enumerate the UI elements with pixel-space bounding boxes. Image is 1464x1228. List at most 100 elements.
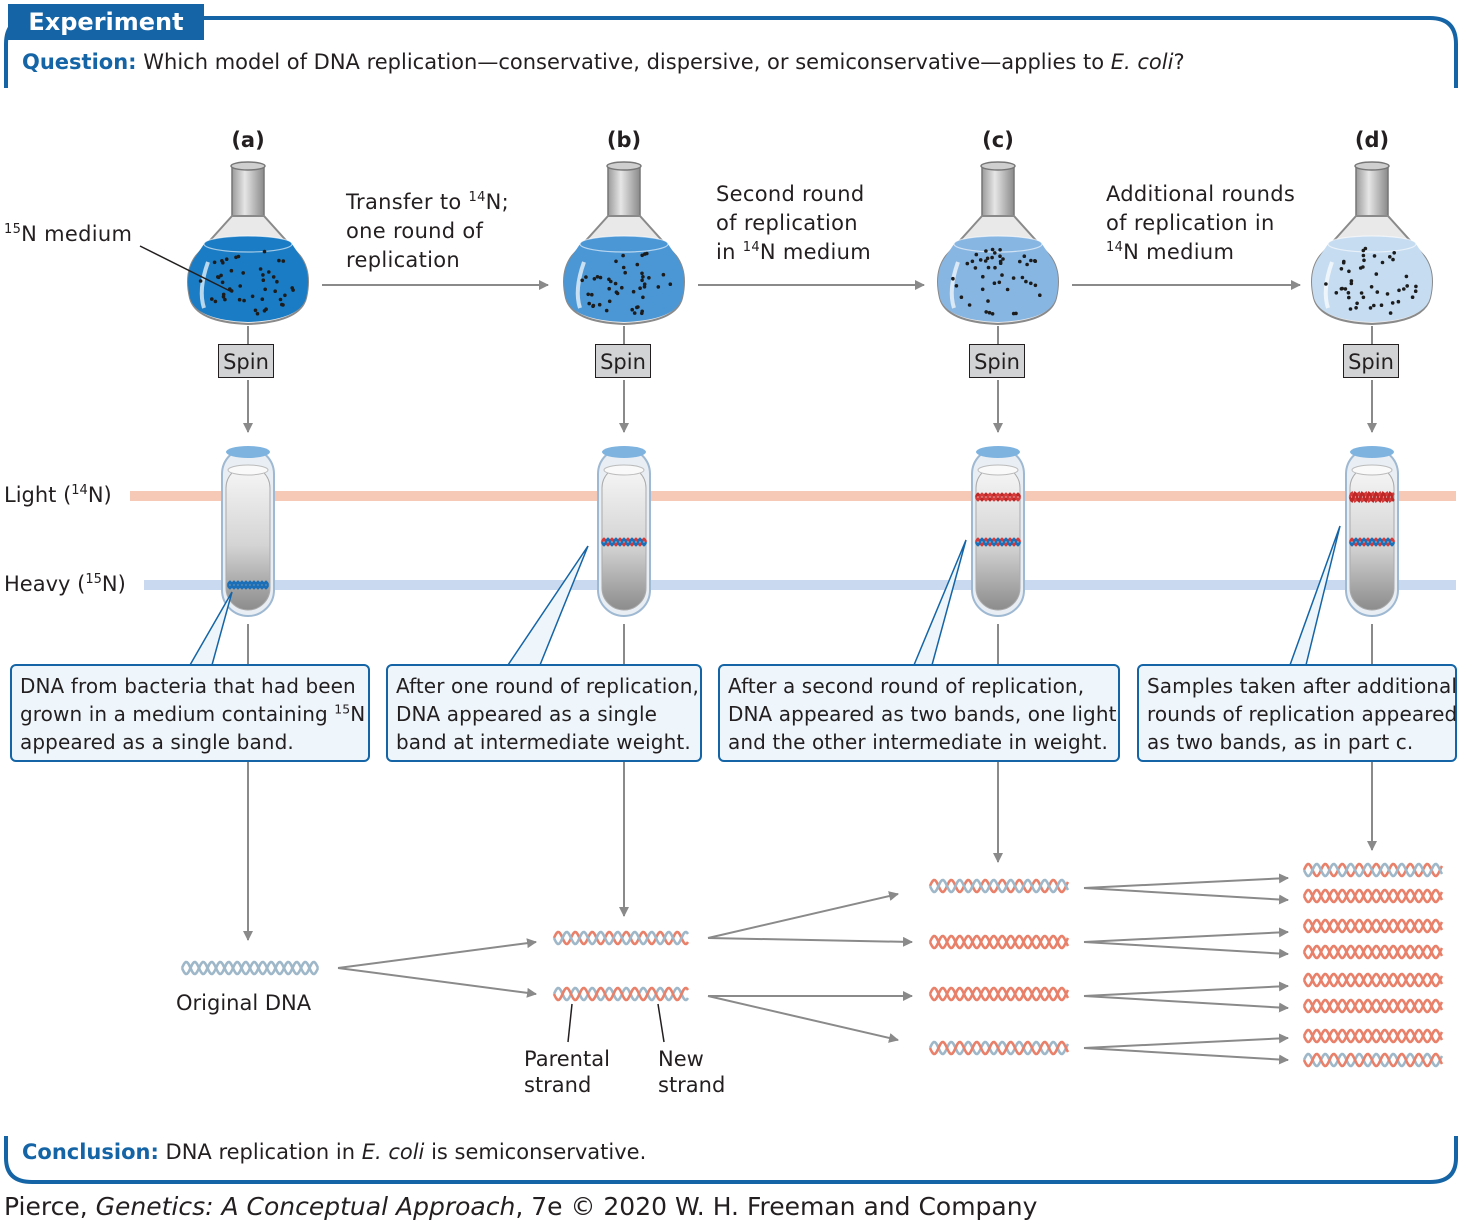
new-strand-label: New strand <box>658 1046 725 1098</box>
arrow-gen1a-to-gen2a <box>707 891 899 939</box>
parental-strand-pointer <box>567 1003 573 1043</box>
step-label-2: Second round of replication in 14N mediu… <box>716 180 871 267</box>
caption-c-line1: After a second round of replication, <box>728 674 1085 698</box>
flask-b <box>563 161 685 326</box>
conclusion-organism: E. coli <box>361 1140 425 1164</box>
caption-a-line3: appeared as a single band. <box>20 730 294 754</box>
new-line1: New <box>658 1047 704 1071</box>
conclusion-body: DNA replication in <box>165 1140 362 1164</box>
spin-box-b: Spin <box>595 344 651 378</box>
step3-line2: of replication in <box>1106 211 1275 235</box>
heavy-label-post: N) <box>101 572 126 596</box>
dna-gen3-3 <box>1302 918 1444 934</box>
tube-a-heavy-band <box>226 580 270 590</box>
dna-gen3-6 <box>1302 998 1444 1014</box>
tube-d-light-band <box>1348 491 1395 503</box>
question-organism: E. coli <box>1110 50 1174 74</box>
step1-line1-post: N; <box>485 190 510 214</box>
caption-a-line1: DNA from bacteria that had been <box>20 674 356 698</box>
centrifuge-tube-b <box>597 446 651 617</box>
credit-line: Pierce, Genetics: A Conceptual Approach,… <box>4 1192 1037 1221</box>
callout-d <box>1289 525 1341 666</box>
flask-d <box>1311 161 1433 326</box>
tube-c-light-band <box>974 492 1022 502</box>
callout-b <box>507 545 589 666</box>
light-label-sup: 14 <box>71 483 88 498</box>
arrow-gen2-1-to-gen3-bottom <box>1083 941 1289 959</box>
medium-label: 15N medium <box>4 220 132 249</box>
dna-gen3-2 <box>1302 888 1444 904</box>
spin-box-d: Spin <box>1343 344 1399 378</box>
step-label-1: Transfer to 14N; one round of replicatio… <box>346 188 509 275</box>
arrow-gen1a-to-gen2b <box>707 936 913 947</box>
caption-d-line1: Samples taken after additional <box>1147 674 1458 698</box>
panel-label-d: (d) <box>1354 128 1390 152</box>
caption-b-line1: After one round of replication, <box>396 674 699 698</box>
credit-post: , 7e © 2020 W. H. Freeman and Company <box>515 1192 1038 1221</box>
caption-a-sup: 15 <box>334 701 351 717</box>
dna-gen1-bottom <box>552 986 690 1002</box>
question-body: Which model of DNA replication—conservat… <box>143 50 1111 74</box>
caption-d-line3: as two bands, as in part c. <box>1147 730 1414 754</box>
bottom-frame-line <box>4 1136 1458 1184</box>
dna-gen3-5 <box>1302 972 1444 988</box>
arrow-gen2-0-to-gen3-bottom <box>1083 887 1289 905</box>
heavy-label: Heavy (15N) <box>4 572 126 596</box>
dna-gen2-1 <box>928 878 1070 894</box>
step2-sup: 14 <box>742 240 760 255</box>
arrow-gen2-3-to-gen3-top <box>1083 1033 1289 1049</box>
step2-line3: in <box>716 240 743 264</box>
arrow-gen2-2-to-gen3-bottom <box>1083 995 1289 1013</box>
parental-line1: Parental <box>524 1047 610 1071</box>
caption-c-line3: and the other intermediate in weight. <box>728 730 1108 754</box>
light-band <box>130 491 1456 501</box>
medium-label-sup: 15 <box>4 222 22 237</box>
caption-box-b: After one round of replication, DNA appe… <box>386 664 702 762</box>
medium-pointer <box>139 245 233 293</box>
caption-d-line2: rounds of replication appeared <box>1147 702 1458 726</box>
arrow-gen2-1-to-gen3-top <box>1083 927 1289 943</box>
step2-line1: Second round <box>716 182 865 206</box>
dna-gen3-8 <box>1302 1052 1444 1068</box>
light-label-pre: Light ( <box>4 483 72 507</box>
step2-line3-post: N medium <box>759 240 871 264</box>
parental-line2: strand <box>524 1073 592 1097</box>
spin-box-a: Spin <box>218 344 274 378</box>
conclusion-label: Conclusion: <box>22 1140 159 1164</box>
arrow-gen2-3-to-gen3-bottom <box>1083 1047 1289 1065</box>
step3-line1: Additional rounds <box>1106 182 1296 206</box>
step3-sup: 14 <box>1106 240 1124 255</box>
flask-a <box>187 161 309 326</box>
caption-c-line2: DNA appeared as two bands, one light <box>728 702 1117 726</box>
medium-label-text: N medium <box>21 222 133 246</box>
heavy-label-pre: Heavy ( <box>4 572 86 596</box>
conclusion-text: Conclusion: DNA replication in E. coli i… <box>22 1140 646 1164</box>
dna-original <box>180 960 320 976</box>
question-end: ? <box>1173 50 1185 74</box>
heavy-band <box>144 580 1456 590</box>
light-label-post: N) <box>87 483 112 507</box>
arrow-gen2-0-to-gen3-top <box>1083 873 1289 889</box>
arrow-gen1b-to-gen2d <box>707 995 899 1043</box>
dna-gen2-4 <box>928 1040 1070 1056</box>
centrifuge-tube-c <box>971 446 1025 617</box>
dna-gen2-3 <box>928 986 1070 1002</box>
light-label: Light (14N) <box>4 483 112 507</box>
question-text: Question: Which model of DNA replication… <box>22 50 1185 74</box>
tube-c-intermediate-band <box>974 537 1022 547</box>
step1-sup: 14 <box>468 190 486 205</box>
heavy-label-sup: 15 <box>85 572 102 587</box>
step-label-3: Additional rounds of replication in 14N … <box>1106 180 1295 267</box>
dna-gen2-2 <box>928 934 1070 950</box>
step3-line3-post: N medium <box>1123 240 1235 264</box>
dna-gen3-7 <box>1302 1028 1444 1044</box>
caption-a-line2-end: N <box>350 702 366 726</box>
dna-gen3-1 <box>1302 862 1444 878</box>
step2-line2: of replication <box>716 211 858 235</box>
caption-box-d: Samples taken after additional rounds of… <box>1137 664 1457 762</box>
caption-b-line3: band at intermediate weight. <box>396 730 691 754</box>
centrifuge-tube-a <box>221 446 275 617</box>
caption-box-a: DNA from bacteria that had been grown in… <box>10 664 370 762</box>
arrow-original-to-gen1-bottom <box>337 967 537 998</box>
